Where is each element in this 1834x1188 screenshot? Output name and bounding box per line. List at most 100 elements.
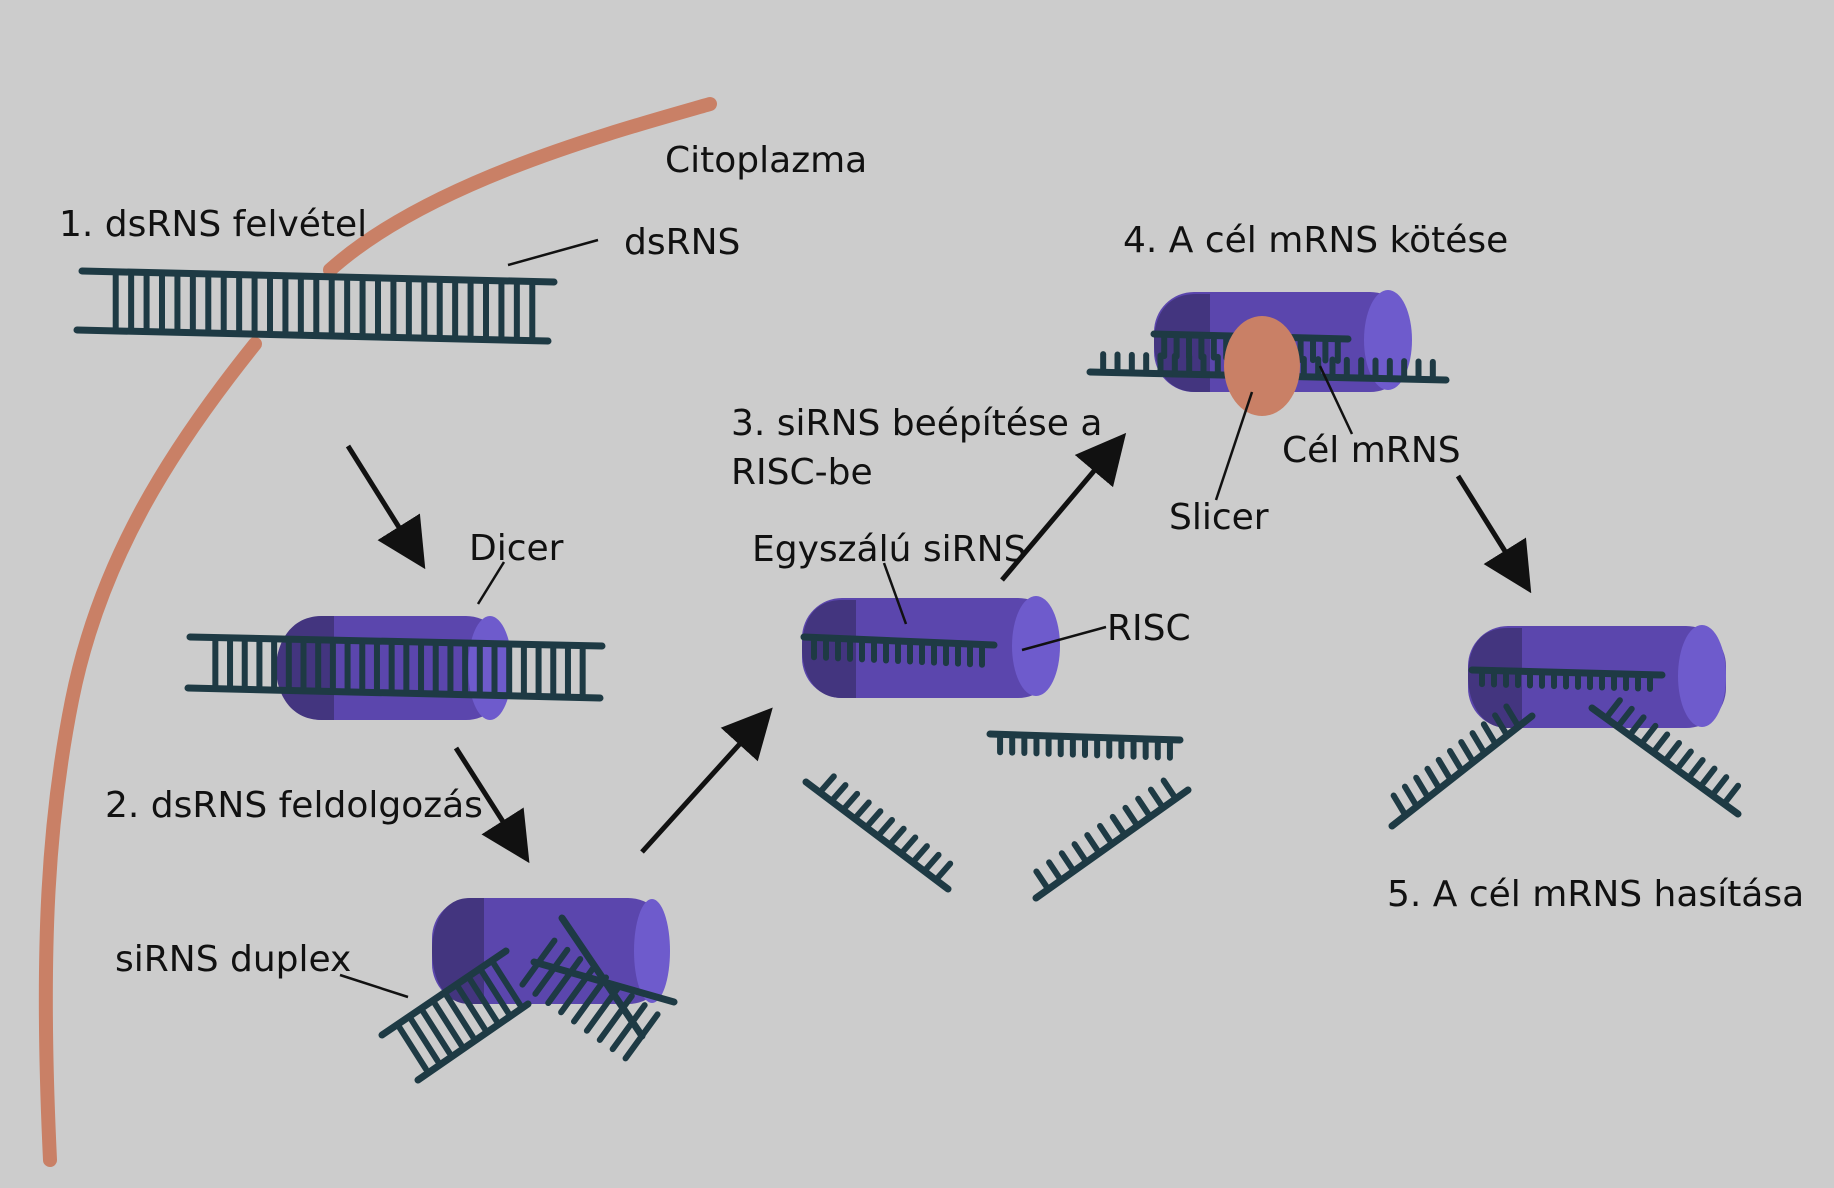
rna-base <box>532 946 571 997</box>
arrow-duplex-to-3 <box>640 707 773 854</box>
label-step5: 5. A cél mRNS hasítása <box>1387 874 1804 915</box>
label-risc: RISC <box>1107 608 1191 649</box>
rna-base <box>1662 740 1682 764</box>
risc-leader <box>1021 625 1107 652</box>
dsrna-ladder <box>73 267 558 345</box>
rna-base <box>596 992 635 1043</box>
rna-base <box>558 965 597 1016</box>
rna-base <box>886 825 907 848</box>
label-step1: 1. dsRNS felvétel <box>59 204 367 245</box>
released-strand-top <box>986 730 1184 761</box>
rna-base <box>816 773 837 796</box>
rna-base <box>921 851 942 874</box>
rna-base <box>1673 748 1694 773</box>
rna-base <box>1602 697 1623 722</box>
rna-base <box>1160 777 1179 802</box>
label-step4: 4. A cél mRNS kötése <box>1123 220 1508 261</box>
released-strand-left <box>802 773 954 893</box>
rna-base <box>898 834 919 857</box>
label-dsrns: dsRNS <box>624 222 740 263</box>
rna-base <box>909 843 930 866</box>
arrow-4-to-5 <box>1455 474 1532 594</box>
rna-base <box>1650 731 1671 756</box>
rna-base <box>1638 722 1659 747</box>
dicer-leader <box>476 561 506 605</box>
rna-base <box>465 974 500 1024</box>
rna-base <box>1458 739 1477 766</box>
rna-base <box>477 966 512 1016</box>
rna-base <box>1709 774 1730 799</box>
rna-base <box>933 860 954 883</box>
dicer-complex <box>184 616 606 720</box>
egyszalu-leader <box>882 562 908 625</box>
rna-base <box>406 1014 441 1064</box>
dsrna-leader <box>507 238 599 267</box>
rna-base <box>545 956 584 1007</box>
rna-base <box>1626 714 1647 739</box>
rna-base <box>1480 721 1499 748</box>
rna-base <box>875 817 895 839</box>
sirna-duplex-complex <box>378 898 678 1084</box>
target-binding-complex <box>1086 290 1450 416</box>
slicer-protein <box>1224 316 1300 416</box>
rna-base <box>1697 765 1718 790</box>
rna-base <box>1435 756 1454 783</box>
label-egyszalu-sirns: Egyszálú siRNS <box>752 529 1026 570</box>
rna-base <box>1469 730 1488 757</box>
rna-base <box>1097 823 1115 847</box>
rna-base <box>418 1006 453 1056</box>
rna-base <box>622 1011 661 1062</box>
rna-base <box>1401 783 1420 810</box>
rna-base <box>583 983 622 1034</box>
rna-base <box>1614 705 1635 730</box>
rna-base <box>1046 859 1065 884</box>
rna-base <box>394 1022 429 1072</box>
rna-base <box>453 982 488 1032</box>
rna-base <box>489 958 524 1008</box>
rna-base <box>840 790 861 813</box>
rna-base <box>519 937 558 988</box>
arrow-2-to-duplex <box>453 746 530 864</box>
risc-complex <box>800 596 1060 698</box>
label-citoplazma: Citoplazma <box>665 140 867 181</box>
label-slicer: Slicer <box>1169 497 1269 538</box>
rna-base <box>1447 748 1465 774</box>
arrow-3-to-4 <box>1000 432 1127 582</box>
label-sirns-duplex: siRNS duplex <box>115 939 351 980</box>
label-cel-mrns: Cél mRNS <box>1282 430 1461 471</box>
rna-base <box>609 1002 648 1053</box>
rna-base <box>1122 804 1141 829</box>
rna-base <box>851 799 872 822</box>
label-dicer: Dicer <box>469 528 564 569</box>
rna-base <box>828 782 849 805</box>
rna-base <box>571 974 609 1025</box>
rna-base <box>442 990 476 1040</box>
rna-base <box>430 998 465 1048</box>
cel-mrns-leader <box>1318 365 1354 435</box>
rna-base <box>1685 757 1706 782</box>
cleavage-complex <box>1388 625 1742 830</box>
label-step3-line1: 3. siRNS beépítése a <box>731 403 1102 444</box>
released-strand-right <box>1032 777 1192 902</box>
rna-base <box>1721 782 1742 807</box>
cell-membrane <box>323 97 717 277</box>
rna-base <box>1413 774 1432 801</box>
rna-base <box>1503 703 1522 730</box>
label-step3-line2: RISC-be <box>731 452 873 493</box>
rna-base <box>1492 712 1511 739</box>
duplex-leader <box>339 973 409 999</box>
slicer-leader <box>1214 391 1254 501</box>
rna-base <box>1424 765 1443 792</box>
cell-membrane-lower <box>38 337 262 1167</box>
rna-base <box>1147 786 1166 811</box>
rna-base <box>1390 792 1409 819</box>
rna-base <box>1084 832 1103 857</box>
rna-base <box>1135 795 1154 820</box>
arrow-1-to-2 <box>345 444 426 570</box>
rna-base <box>863 808 884 831</box>
rna-base <box>1058 850 1077 875</box>
label-step2: 2. dsRNS feldolgozás <box>105 785 483 826</box>
rna-base <box>1071 841 1090 866</box>
rna-base <box>1109 813 1128 838</box>
